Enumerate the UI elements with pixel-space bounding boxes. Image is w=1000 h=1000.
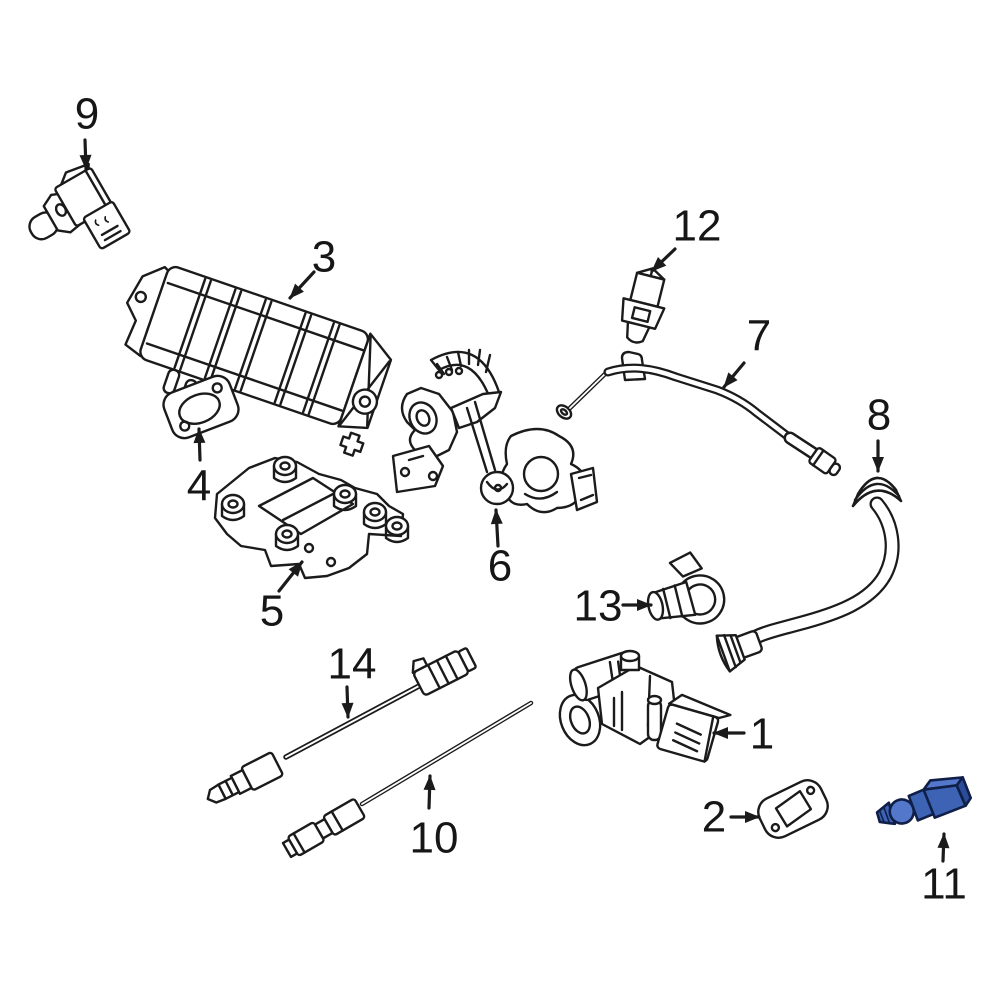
part-7-tube: [555, 350, 842, 477]
callout-6-arrow: [490, 508, 503, 548]
bracket-bosses: [220, 455, 410, 552]
callout-5-label[interactable]: 5: [260, 587, 284, 636]
callout-3-arrow: [288, 270, 316, 300]
callout-3-label[interactable]: 3: [312, 233, 336, 282]
callout-7-label[interactable]: 7: [747, 312, 771, 361]
part-10-sensor-probe: [281, 700, 534, 859]
callout-9[interactable]: 9: [75, 90, 99, 171]
callout-9-arrow: [79, 138, 92, 171]
callout-8-label[interactable]: 8: [867, 391, 891, 440]
callout-12[interactable]: 12: [650, 202, 722, 273]
callout-14[interactable]: 14: [328, 640, 377, 719]
callout-1[interactable]: 1: [712, 710, 774, 759]
callout-11-arrow: [937, 832, 950, 863]
part-2-gasket: [757, 779, 829, 839]
part-4-gasket: [162, 374, 240, 440]
callouts: 1 2 3 4 5 6 7: [75, 90, 967, 909]
callout-4-label[interactable]: 4: [187, 462, 211, 511]
callout-4-arrow: [193, 427, 206, 462]
callout-6-label[interactable]: 6: [488, 542, 512, 591]
callout-8[interactable]: 8: [867, 391, 891, 473]
callout-1-label[interactable]: 1: [750, 710, 774, 759]
callout-3[interactable]: 3: [288, 233, 336, 300]
callout-7-arrow: [722, 361, 746, 389]
callout-13[interactable]: 13: [574, 582, 653, 631]
callout-10-label[interactable]: 10: [410, 814, 459, 863]
callout-5-arrow: [277, 560, 304, 593]
part-6-valve-assembly: [391, 348, 599, 514]
part-8-hose: [715, 476, 903, 673]
part-12-sensor: [620, 267, 666, 344]
callout-2[interactable]: 2: [702, 793, 761, 842]
callout-6[interactable]: 6: [488, 508, 512, 591]
callout-5[interactable]: 5: [260, 560, 304, 636]
part-3-egr-cooler: [124, 265, 393, 457]
callout-14-label[interactable]: 14: [328, 640, 377, 689]
callout-11-label[interactable]: 11: [921, 860, 967, 909]
part-1-egr-valve: [558, 649, 732, 763]
callout-12-label[interactable]: 12: [673, 202, 722, 251]
callout-11[interactable]: 11: [921, 832, 967, 909]
callout-2-label[interactable]: 2: [702, 793, 726, 842]
callout-7[interactable]: 7: [722, 312, 771, 389]
callout-10[interactable]: 10: [410, 774, 459, 863]
part-9-sensor: [28, 162, 131, 250]
hose-flared-end: [715, 630, 763, 673]
part-14-oxygen-sensor: [206, 647, 477, 804]
callout-10-arrow: [423, 774, 436, 810]
part-13-fitting: [646, 551, 726, 625]
hose-ribbed-end: [851, 476, 903, 508]
callout-9-label[interactable]: 9: [75, 90, 99, 139]
callout-13-label[interactable]: 13: [574, 582, 623, 631]
callout-12-arrow: [650, 247, 677, 273]
part-5-mounting-bracket: [213, 455, 410, 580]
callout-4[interactable]: 4: [187, 427, 211, 511]
part-11-sensor-highlighted[interactable]: [873, 771, 974, 832]
callout-14-arrow: [341, 685, 354, 719]
